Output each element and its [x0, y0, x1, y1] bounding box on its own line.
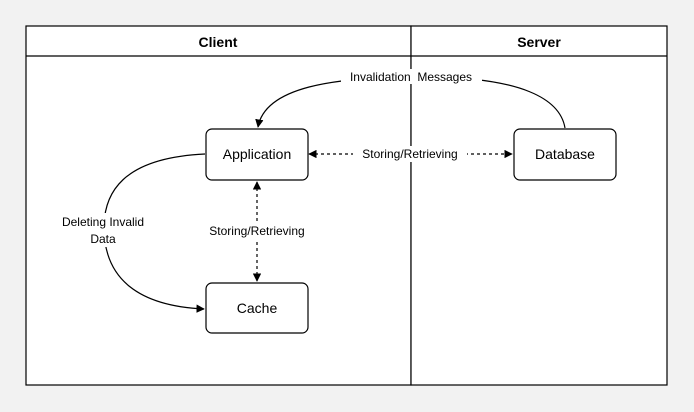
cache-box — [205, 282, 309, 334]
deleting-label-bg — [54, 213, 153, 247]
app-database-label: Storing/Retrieving — [362, 147, 457, 161]
deleting-invalid-label-line2: Data — [90, 232, 116, 246]
app-cache-label: Storing/Retrieving — [209, 224, 304, 238]
server-lane-title: Server — [517, 34, 561, 50]
cache-label: Cache — [237, 300, 278, 316]
application-node[interactable]: Application — [205, 128, 309, 181]
database-box — [513, 128, 617, 181]
database-node[interactable]: Database — [513, 128, 617, 181]
client-lane-title: Client — [199, 34, 238, 50]
application-box — [205, 128, 309, 181]
invalidation-label-bg — [341, 69, 482, 84]
invalidation-messages-label: Invalidation Messages — [350, 70, 472, 84]
cache-node[interactable]: Cache — [205, 282, 309, 334]
server-lane — [410, 25, 668, 386]
app-db-label-bg — [353, 146, 467, 162]
deleting-invalid-label-line1: Deleting Invalid — [62, 215, 144, 229]
app-cache-label-bg — [200, 223, 314, 239]
database-label: Database — [535, 146, 595, 162]
application-label: Application — [223, 146, 292, 162]
